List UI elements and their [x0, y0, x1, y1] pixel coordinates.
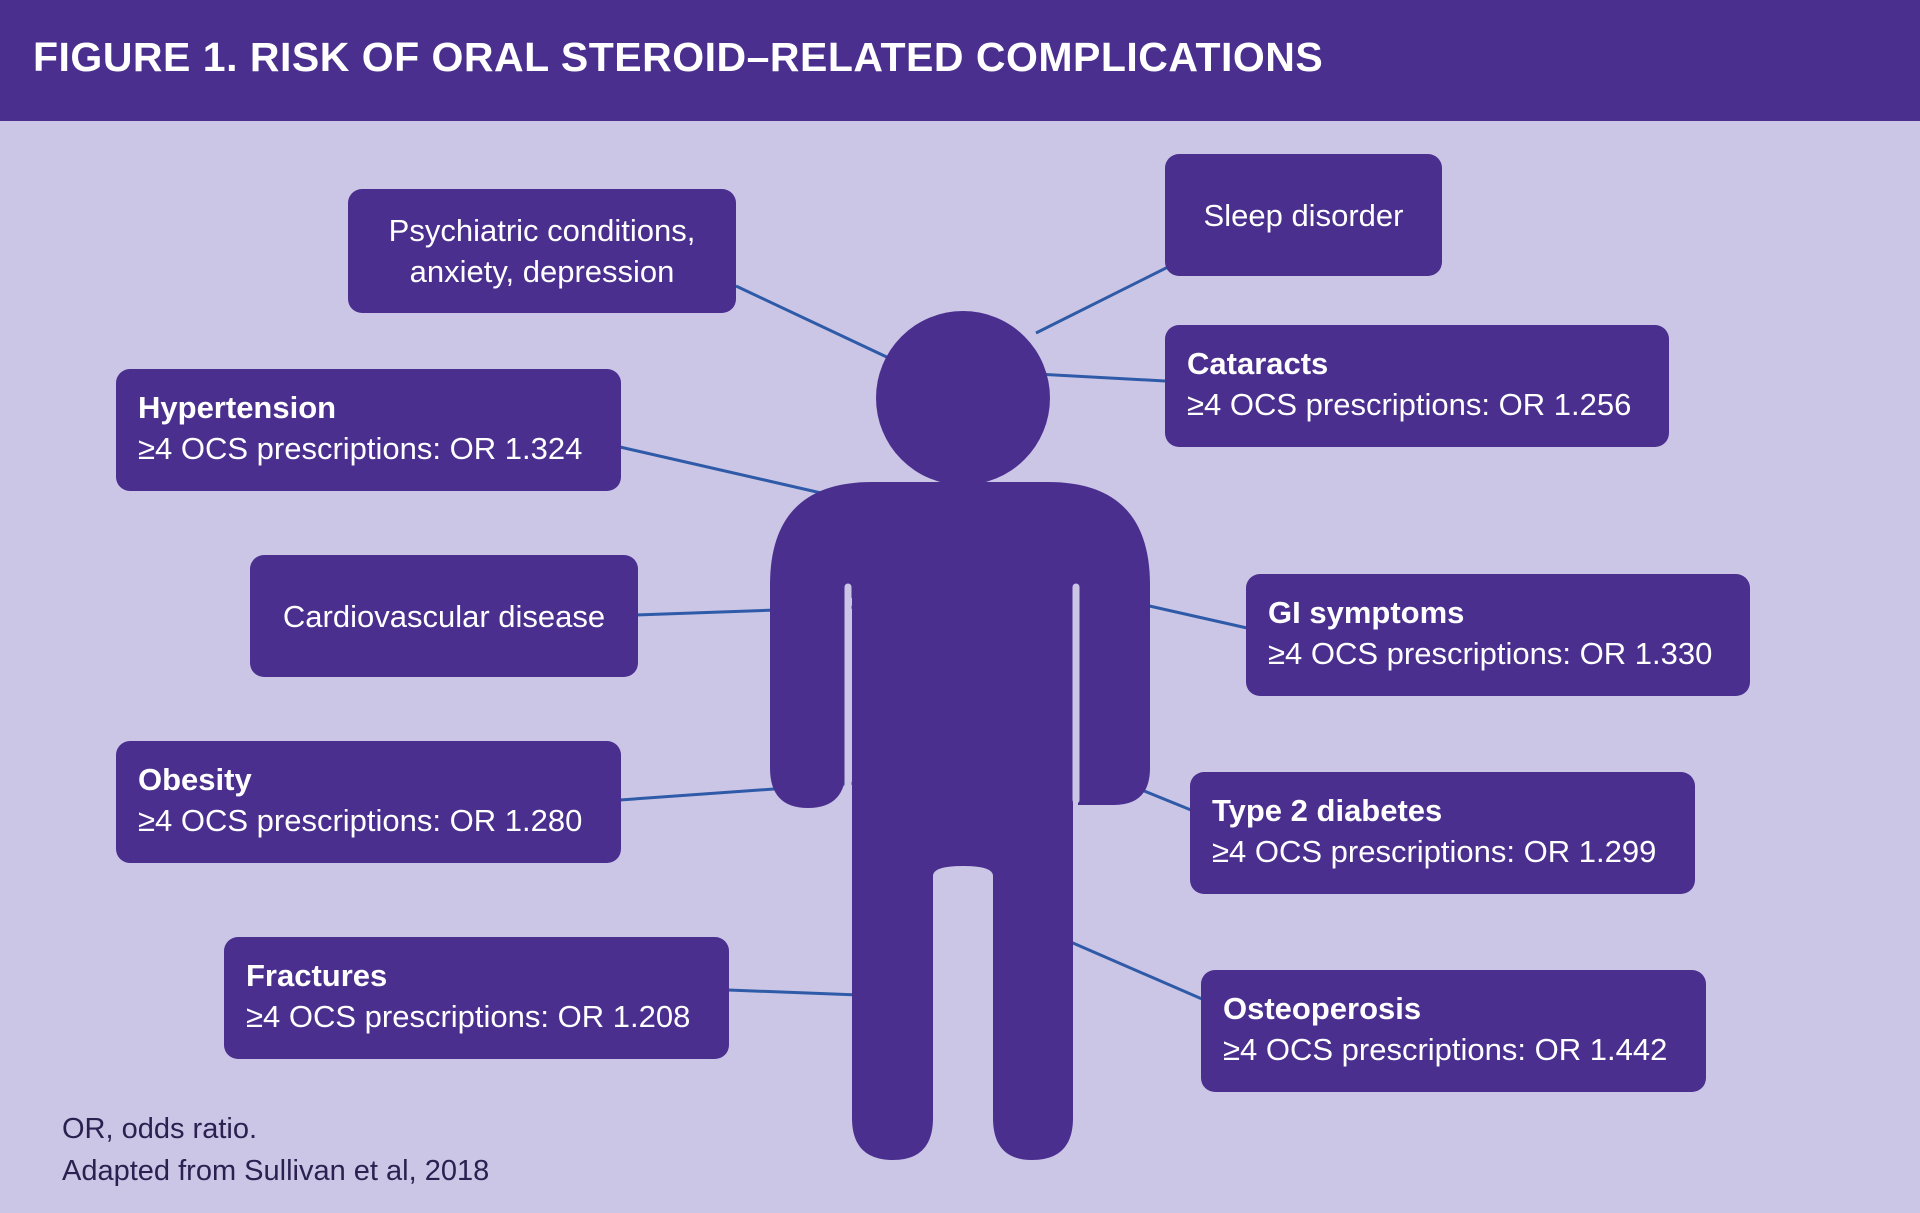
hypertension-name: Hypertension [138, 390, 337, 425]
box-gi-symptoms: GI symptoms ≥4 OCS prescriptions: OR 1.3… [1246, 574, 1750, 696]
osteoporosis-stat: ≥4 OCS prescriptions: OR 1.442 [1223, 1032, 1668, 1067]
box-fractures: Fractures ≥4 OCS prescriptions: OR 1.208 [224, 937, 729, 1059]
obesity-name: Obesity [138, 762, 252, 797]
osteoporosis-name: Osteoperosis [1223, 991, 1422, 1026]
footnote-abbreviation: OR, odds ratio. [62, 1113, 258, 1145]
diabetes-name: Type 2 diabetes [1212, 793, 1443, 828]
cataracts-stat: ≥4 OCS prescriptions: OR 1.256 [1187, 387, 1632, 422]
gi-stat: ≥4 OCS prescriptions: OR 1.330 [1268, 636, 1713, 671]
box-psychiatric: Psychiatric conditions, anxiety, depress… [348, 189, 736, 313]
connector-psychiatric [735, 284, 911, 370]
footnote-source: Adapted from Sullivan et al, 2018 [62, 1155, 490, 1187]
psychiatric-label-line1: Psychiatric conditions, [388, 213, 696, 248]
box-hypertension: Hypertension ≥4 OCS prescriptions: OR 1.… [116, 369, 621, 491]
box-cardiovascular: Cardiovascular disease [250, 555, 638, 677]
box-osteoporosis: Osteoperosis ≥4 OCS prescriptions: OR 1.… [1201, 970, 1706, 1092]
gi-name: GI symptoms [1268, 595, 1465, 630]
box-sleep-disorder: Sleep disorder [1165, 154, 1442, 276]
box-obesity: Obesity ≥4 OCS prescriptions: OR 1.280 [116, 741, 621, 863]
connector-sleep [1035, 264, 1171, 335]
cardiovascular-label: Cardiovascular disease [282, 598, 606, 634]
box-type2-diabetes: Type 2 diabetes ≥4 OCS prescriptions: OR… [1190, 772, 1695, 894]
figure-title: FIGURE 1. RISK OF ORAL STEROID–RELATED C… [33, 34, 1324, 80]
figure-head [876, 311, 1050, 485]
figure-torso [770, 482, 1150, 1160]
psychiatric-label-line2: anxiety, depression [409, 254, 675, 289]
hypertension-stat: ≥4 OCS prescriptions: OR 1.324 [138, 431, 583, 466]
box-cataracts: Cataracts ≥4 OCS prescriptions: OR 1.256 [1165, 325, 1669, 447]
sleep-label: Sleep disorder [1203, 197, 1404, 233]
diabetes-stat: ≥4 OCS prescriptions: OR 1.299 [1212, 834, 1657, 869]
cataracts-name: Cataracts [1187, 346, 1329, 381]
obesity-stat: ≥4 OCS prescriptions: OR 1.280 [138, 803, 583, 838]
fractures-name: Fractures [246, 958, 388, 993]
fractures-stat: ≥4 OCS prescriptions: OR 1.208 [246, 999, 691, 1034]
figure-header: FIGURE 1. RISK OF ORAL STEROID–RELATED C… [0, 0, 1920, 121]
footnote: OR, odds ratio. Adapted from Sullivan et… [62, 1108, 489, 1192]
